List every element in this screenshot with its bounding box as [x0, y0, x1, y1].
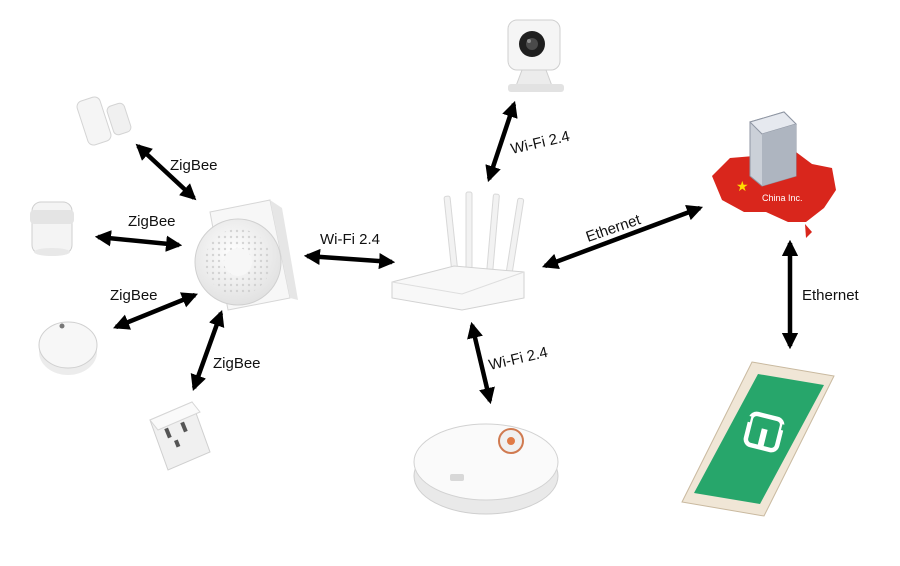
label-motion-gateway: ZigBee [128, 213, 176, 230]
robot-vacuum-icon [413, 423, 559, 515]
temperature-humidity-sensor-icon [38, 321, 98, 375]
door-window-sensor-icon [76, 96, 132, 146]
arrow-temp-gateway [112, 292, 199, 330]
arrow-camera-router [485, 100, 518, 183]
label-gateway-router: Wi-Fi 2.4 [320, 231, 380, 248]
arrow-door-gateway [135, 143, 197, 201]
label-vacuum-router: Wi-Fi 2.4 [487, 344, 549, 374]
arrow-gateway-router [303, 248, 396, 270]
label-temp-gateway: ZigBee [110, 287, 158, 304]
security-camera-icon [507, 19, 564, 92]
wifi-router-icon [391, 191, 525, 311]
label-door-gateway: ZigBee [170, 157, 218, 174]
arrow-plug-gateway [190, 309, 225, 392]
china-map-label: China Inc. [762, 193, 803, 203]
server-icon: ★ China Inc. [712, 111, 836, 238]
zigbee-gateway-hub-icon [194, 199, 298, 311]
label-plug-gateway: ZigBee [213, 355, 261, 372]
smartphone-app-icon [681, 361, 835, 517]
arrow-motion-gateway [94, 230, 183, 252]
label-cloud-phone: Ethernet [802, 287, 860, 304]
smart-plug-icon [149, 401, 211, 471]
links [94, 100, 799, 405]
arrow-router-cloud [541, 204, 704, 270]
arrow-vacuum-router [467, 321, 495, 405]
star-icon: ★ [736, 179, 749, 195]
motion-sensor-icon [30, 201, 74, 256]
china-map-shape [712, 146, 836, 222]
label-camera-router: Wi-Fi 2.4 [509, 128, 571, 158]
